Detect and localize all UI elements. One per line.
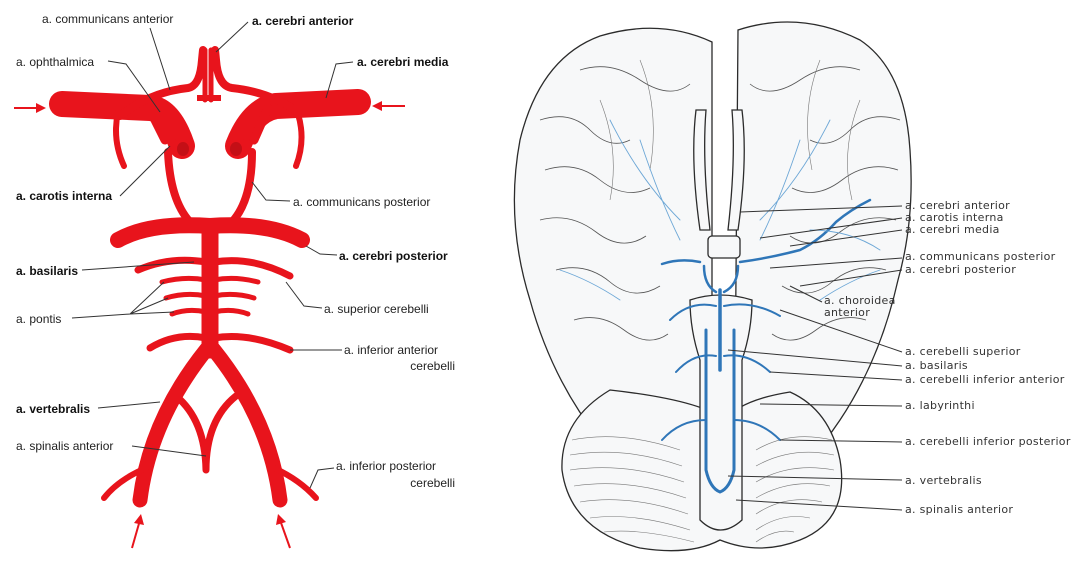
- arrow-left: [14, 103, 46, 113]
- arterial-schematic: [14, 50, 405, 548]
- communicans-posterior-right-artery: [232, 152, 252, 222]
- r-label-choroidea-anterior-2: anterior: [824, 306, 870, 319]
- r-label-vertebralis: a. vertebralis: [905, 474, 982, 487]
- brain-base-illustration: [514, 22, 911, 551]
- label-pontis: a. pontis: [16, 312, 61, 326]
- label-cerebri-anterior: a. cerebri anterior: [252, 14, 354, 28]
- optic-chiasm: [708, 236, 740, 258]
- left-labels: a. communicans anterior a. cerebri anter…: [16, 12, 455, 490]
- communicans-anterior-artery: [197, 95, 221, 101]
- label-vertebralis: a. vertebralis: [16, 402, 90, 416]
- r-label-communicans-posterior: a. communicans posterior: [905, 250, 1056, 263]
- superior-cerebelli-right-artery: [214, 261, 290, 276]
- r-label-cerebelli-inferior-anterior: a. cerebelli inferior anterior: [905, 373, 1065, 386]
- label-communicans-posterior: a. communicans posterior: [293, 195, 430, 209]
- r-label-labyrinthi: a. labyrinthi: [905, 399, 975, 412]
- label-inferior-posterior-2: cerebelli: [410, 476, 455, 490]
- r-label-cerebri-posterior: a. cerebri posterior: [905, 263, 1016, 276]
- label-cerebri-posterior: a. cerebri posterior: [339, 249, 448, 263]
- label-inferior-posterior-1: a. inferior posterior: [336, 459, 436, 473]
- spinalis-anterior-artery: [176, 396, 236, 470]
- label-carotis-interna: a. carotis interna: [16, 189, 112, 203]
- arrow-bottom-left: [132, 514, 144, 548]
- label-inferior-anterior-1: a. inferior anterior: [344, 343, 438, 357]
- label-ophthalmica: a. ophthalmica: [16, 55, 94, 69]
- r-label-cerebri-media: a. cerebri media: [905, 223, 1000, 236]
- r-label-cerebelli-inferior-posterior: a. cerebelli inferior posterior: [905, 435, 1071, 448]
- label-inferior-anterior-2: cerebelli: [410, 359, 455, 373]
- label-superior-cerebelli: a. superior cerebelli: [324, 302, 429, 316]
- label-communicans-anterior: a. communicans anterior: [42, 12, 173, 26]
- inferior-anterior-cerebelli-right-artery: [214, 337, 290, 351]
- label-basilaris: a. basilaris: [16, 264, 78, 278]
- r-label-basilaris: a. basilaris: [905, 359, 968, 372]
- label-cerebri-media: a. cerebri media: [357, 55, 449, 69]
- inferior-anterior-cerebelli-left-artery: [150, 336, 206, 348]
- olfactory-tracts: [694, 110, 745, 230]
- vertebralis-right-artery: [214, 350, 280, 500]
- arrow-right: [372, 101, 405, 111]
- arrow-bottom-right: [276, 514, 290, 548]
- r-label-cerebelli-superior: a. cerebelli superior: [905, 345, 1021, 358]
- r-label-spinalis-anterior: a. spinalis anterior: [905, 503, 1013, 516]
- label-spinalis-anterior: a. spinalis anterior: [16, 439, 113, 453]
- communicans-posterior-left-artery: [168, 152, 190, 222]
